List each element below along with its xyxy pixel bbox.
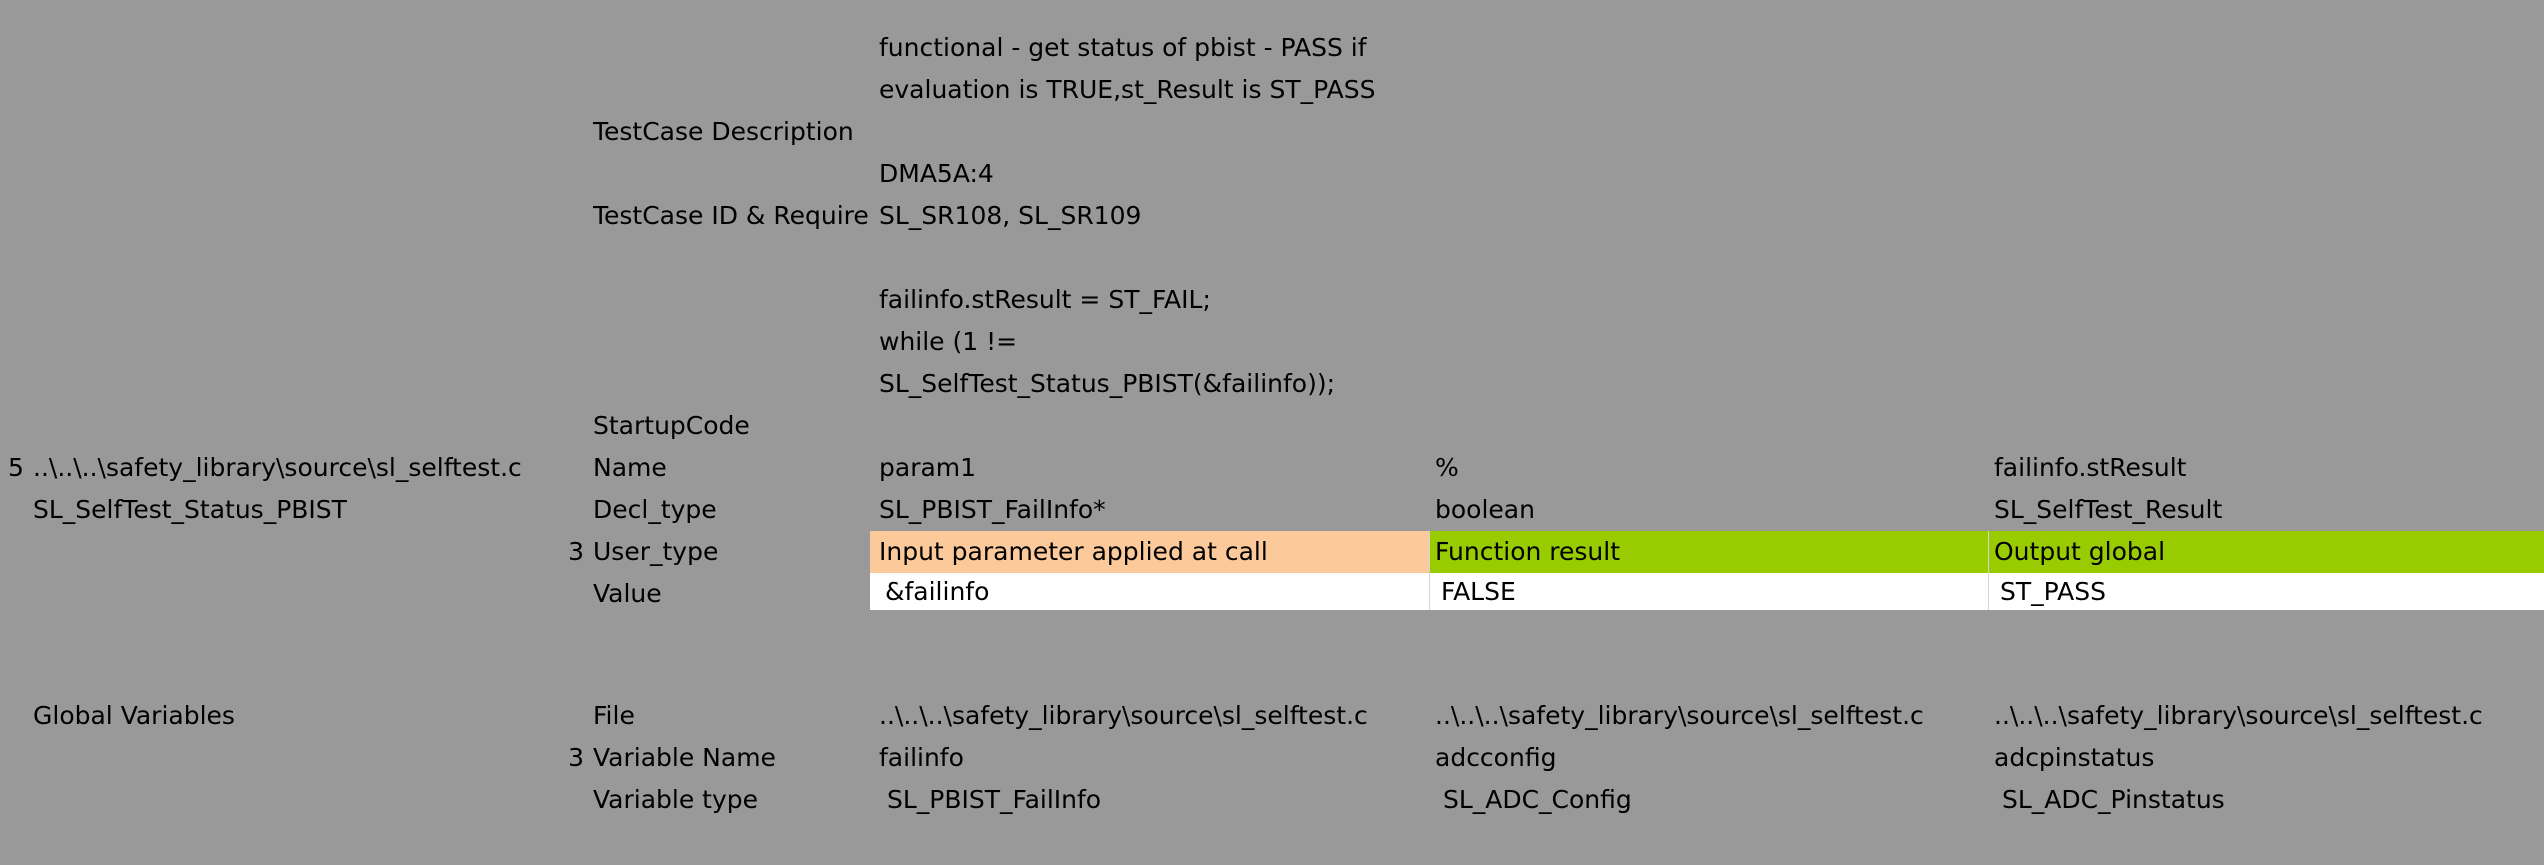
param-2-user-type[interactable]: Function result: [1430, 531, 1989, 573]
global-2-file[interactable]: ..\..\..\safety_library\source\sl_selfte…: [1435, 701, 1924, 730]
testcase-id-label[interactable]: TestCase ID & Require: [593, 201, 869, 230]
param-1-decl-type[interactable]: SL_PBIST_FailInfo*: [879, 495, 1106, 524]
param-1-user-type[interactable]: Input parameter applied at call: [870, 531, 1430, 573]
param-3-user-type[interactable]: Output global: [1989, 531, 2544, 573]
global-3-var-name[interactable]: adcpinstatus: [1994, 743, 2155, 772]
param-3-name[interactable]: failinfo.stResult: [1994, 453, 2187, 482]
param-decl-type-label[interactable]: Decl_type: [593, 495, 717, 524]
description-line-2[interactable]: evaluation is TRUE,st_Result is ST_PASS: [879, 75, 1376, 104]
function-file[interactable]: ..\..\..\safety_library\source\sl_selfte…: [33, 453, 522, 482]
startup-code-line-3[interactable]: SL_SelfTest_Status_PBIST(&failinfo));: [879, 369, 1336, 398]
global-1-file[interactable]: ..\..\..\safety_library\source\sl_selfte…: [879, 701, 1368, 730]
requirement-ids[interactable]: SL_SR108, SL_SR109: [879, 201, 1142, 230]
startup-code-line-1[interactable]: failinfo.stResult = ST_FAIL;: [879, 285, 1211, 314]
global-variables-title[interactable]: Global Variables: [33, 701, 235, 730]
param-2-value[interactable]: FALSE: [1430, 573, 1989, 610]
param-2-name[interactable]: %: [1435, 453, 1459, 482]
param-1-value[interactable]: &failinfo: [870, 573, 1430, 610]
global-2-var-name[interactable]: adcconfig: [1435, 743, 1557, 772]
global-2-var-type[interactable]: SL_ADC_Config: [1435, 785, 1632, 814]
param-count[interactable]: 3: [568, 537, 584, 566]
param-user-type-label[interactable]: User_type: [593, 537, 719, 566]
description-label[interactable]: TestCase Description: [593, 117, 854, 146]
global-file-label[interactable]: File: [593, 701, 635, 730]
testcase-id[interactable]: DMA5A:4: [879, 159, 994, 188]
param-value-label[interactable]: Value: [593, 579, 662, 608]
param-3-value[interactable]: ST_PASS: [1989, 573, 2544, 610]
startup-code-line-2[interactable]: while (1 !=: [879, 327, 1018, 356]
global-var-type-label[interactable]: Variable type: [593, 785, 759, 814]
function-index[interactable]: 5: [8, 453, 24, 482]
global-3-var-type[interactable]: SL_ADC_Pinstatus: [1994, 785, 2225, 814]
param-2-decl-type[interactable]: boolean: [1435, 495, 1535, 524]
global-count[interactable]: 3: [568, 743, 584, 772]
global-1-var-name[interactable]: failinfo: [879, 743, 964, 772]
param-1-name[interactable]: param1: [879, 453, 977, 482]
param-3-decl-type[interactable]: SL_SelfTest_Result: [1994, 495, 2223, 524]
global-var-name-label[interactable]: Variable Name: [593, 743, 776, 772]
global-1-var-type[interactable]: SL_PBIST_FailInfo: [879, 785, 1102, 814]
description-line-1[interactable]: functional - get status of pbist - PASS …: [879, 33, 1367, 62]
function-name[interactable]: SL_SelfTest_Status_PBIST: [33, 495, 347, 524]
param-name-label[interactable]: Name: [593, 453, 667, 482]
startup-code-label[interactable]: StartupCode: [593, 411, 750, 440]
global-3-file[interactable]: ..\..\..\safety_library\source\sl_selfte…: [1994, 701, 2483, 730]
